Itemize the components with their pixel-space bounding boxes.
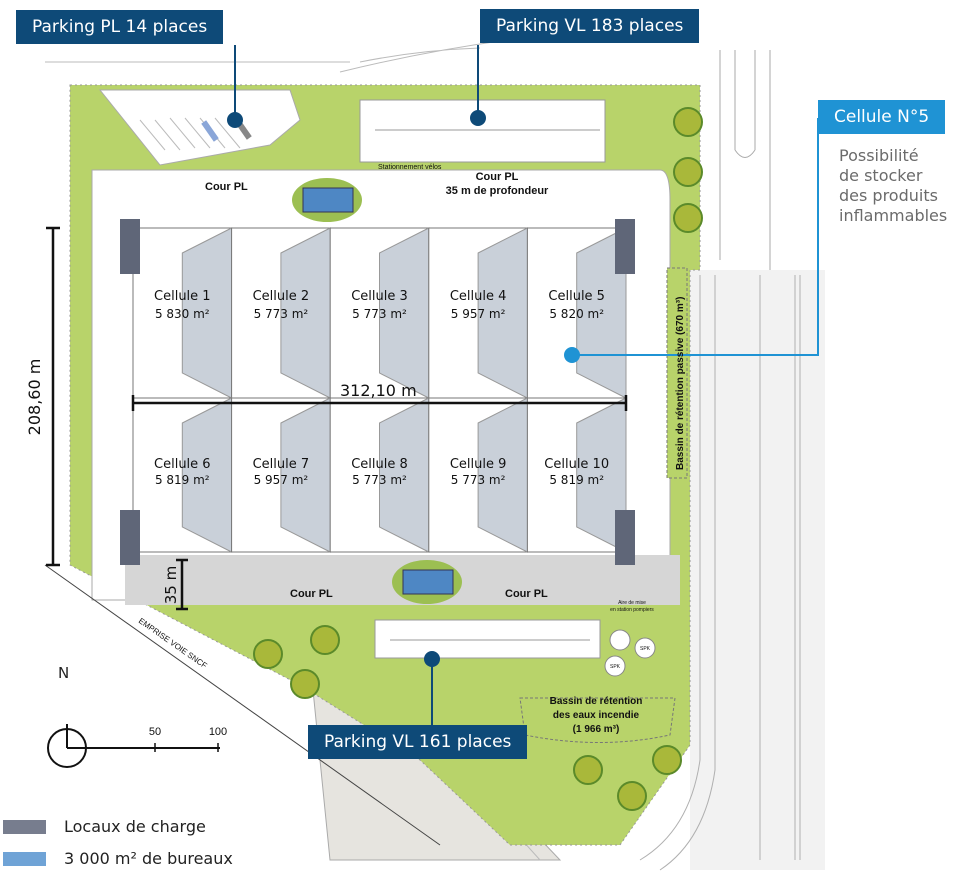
tree-icon <box>310 625 340 655</box>
cellule-5-note-line: des produits <box>839 186 938 205</box>
legend-label: Locaux de charge <box>64 817 206 836</box>
bassin-passive-label: Bassin de rétention passive (670 m³) <box>675 297 686 470</box>
aire-pompiers-line-1: Aire de mise <box>618 600 646 606</box>
tree-icon <box>253 639 283 669</box>
trees <box>253 107 703 811</box>
cour-pl-label: Cour PL <box>205 181 248 193</box>
cell-area: 5 957 m² <box>254 473 309 487</box>
cell-area: 5 773 m² <box>254 307 309 321</box>
legend-swatch <box>3 819 46 834</box>
cellule-5-note-line: de stocker <box>839 166 923 185</box>
truck-icon <box>201 120 219 142</box>
cell-area: 5 773 m² <box>352 473 407 487</box>
cellule-5-note-line: inflammables <box>839 206 948 225</box>
callout-leaders <box>227 45 819 725</box>
cour-pl-depth-label: 35 m de profondeur <box>446 185 549 197</box>
compass-scale <box>47 724 220 768</box>
cell-name: Cellule 5 <box>548 289 605 304</box>
cell-name: Cellule 7 <box>253 457 310 472</box>
callout-parking-pl: Parking PL 14 places <box>16 10 224 44</box>
tree-icon <box>617 781 647 811</box>
legend-label: 3 000 m² de bureaux <box>64 849 233 868</box>
bassin-incendie-line-3: (1 966 m³) <box>573 724 620 735</box>
bureaux <box>292 178 462 604</box>
spk-label-1: SPK <box>640 646 651 652</box>
tree-icon <box>673 203 703 233</box>
aire-pompiers-line-2: en station pompiers <box>610 607 654 613</box>
tree-icon <box>290 669 320 699</box>
vl-parking-south <box>374 619 601 659</box>
scale-tick-100: 100 <box>209 726 227 738</box>
spk-tanks <box>604 629 656 677</box>
east-road <box>639 50 825 871</box>
cell-area: 5 819 m² <box>155 473 210 487</box>
bassin-incendie-line-2: des eaux incendie <box>553 710 640 721</box>
callout-parking-vl-north: Parking VL 183 places <box>480 9 700 43</box>
legend-item-bureaux: 3 000 m² de bureaux <box>3 849 233 868</box>
cour-pl-south-left: Cour PL <box>290 588 333 600</box>
callout-cellule-5: Cellule N°5 <box>818 100 946 134</box>
scale-tick-50: 50 <box>149 726 161 738</box>
cellule-5-note: Possibilité de stocker des produits infl… <box>839 146 947 226</box>
vl-parking-north <box>359 99 606 163</box>
tree-icon <box>573 755 603 785</box>
dimension-lines <box>46 226 628 611</box>
cellule-5-note-line: Possibilité <box>839 146 919 165</box>
tree-icon <box>673 157 703 187</box>
locaux-de-charge <box>120 219 635 565</box>
spk-label-2: SPK <box>610 664 621 670</box>
pl-parking-area <box>98 89 301 166</box>
cell-area: 5 957 m² <box>451 307 506 321</box>
railway-line <box>44 564 441 846</box>
cell-area: 5 830 m² <box>155 307 210 321</box>
cell-name: Cellule 2 <box>253 289 310 304</box>
cell-name: Cellule 9 <box>450 457 507 472</box>
cell-name: Cellule 1 <box>154 289 211 304</box>
width-dimension: 312,10 m <box>340 381 417 400</box>
cell-name: Cellule 4 <box>450 289 507 304</box>
cour-pl-north-label: Cour PL <box>476 171 519 183</box>
tree-icon <box>673 107 703 137</box>
north-label: N <box>58 664 70 682</box>
bassin-incendie <box>519 697 676 743</box>
legend-swatch <box>3 851 46 866</box>
depth-dimension: 35 m <box>162 566 180 604</box>
bassin-incendie-line-1: Bassin de rétention <box>550 696 643 707</box>
cell-name: Cellule 8 <box>351 457 408 472</box>
tree-icon <box>652 745 682 775</box>
cell-area: 5 773 m² <box>451 473 506 487</box>
cell-area: 5 773 m² <box>352 307 407 321</box>
bassin-passive <box>666 267 688 479</box>
callout-parking-vl-south: Parking VL 161 places <box>308 725 528 759</box>
cell-area: 5 819 m² <box>549 473 604 487</box>
cell-area: 5 820 m² <box>549 307 604 321</box>
cell-name: Cellule 3 <box>351 289 408 304</box>
legend-item-charge: Locaux de charge <box>3 817 206 836</box>
cell-name: Cellule 10 <box>544 457 609 472</box>
height-dimension: 208,60 m <box>25 359 44 436</box>
stationnement-velos-label: Stationnement vélos <box>378 164 442 171</box>
cell-name: Cellule 6 <box>154 457 211 472</box>
cour-pl-south-right: Cour PL <box>505 588 548 600</box>
